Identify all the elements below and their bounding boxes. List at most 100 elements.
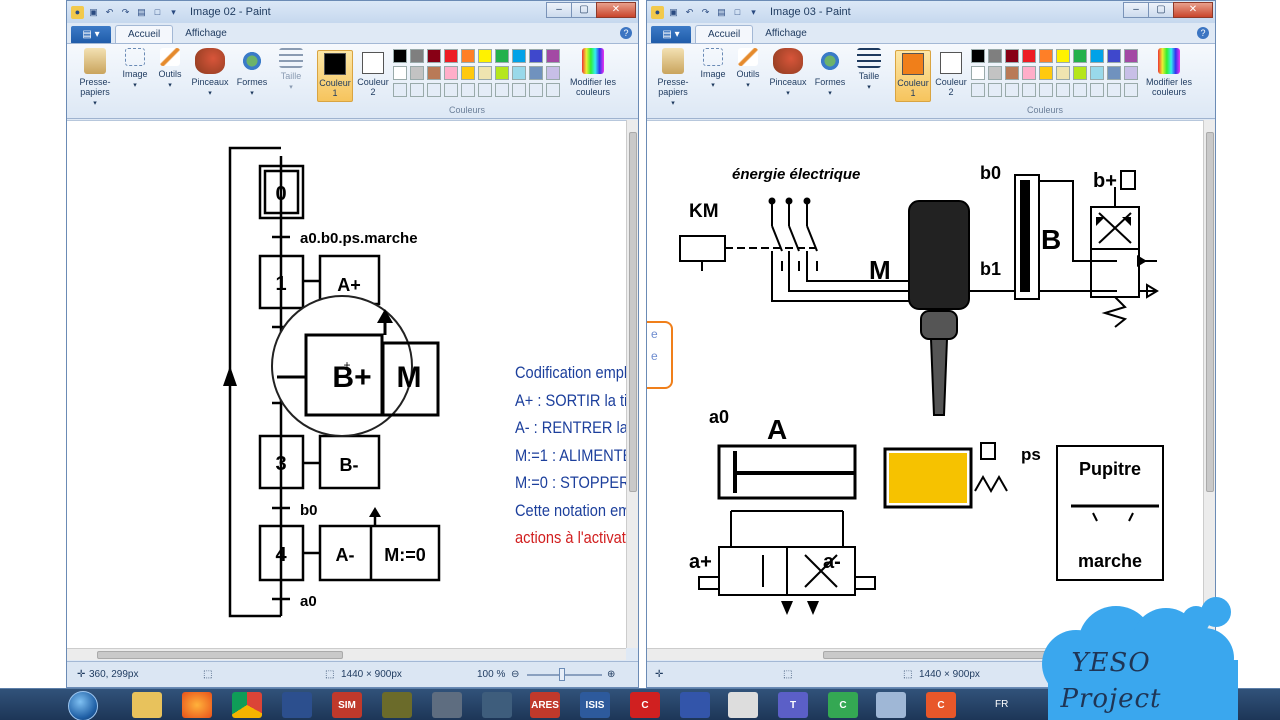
palette-swatch[interactable]: [410, 66, 424, 80]
palette-swatch[interactable]: [988, 83, 1002, 97]
tab-affichage[interactable]: Affichage: [185, 28, 227, 39]
teams-icon[interactable]: T: [778, 692, 808, 718]
zoom-slider-thumb[interactable]: [559, 668, 565, 681]
palette-swatch[interactable]: [427, 49, 441, 63]
folder-icon[interactable]: ▤: [717, 6, 726, 17]
palette-swatch[interactable]: [1056, 66, 1070, 80]
palette-swatch[interactable]: [1056, 49, 1070, 63]
color2-button[interactable]: Couleur 2: [933, 50, 969, 102]
save-icon[interactable]: ▣: [669, 6, 678, 17]
paint-app-icon[interactable]: ●: [71, 5, 84, 19]
minimize-button[interactable]: –: [1123, 2, 1149, 18]
file-menu-button[interactable]: ▤ ▾: [71, 26, 111, 44]
palette-swatch[interactable]: [1022, 83, 1036, 97]
drawing-canvas[interactable]: 0 1 3 4 a0.b0.ps.marche A+ B- A- M:=0 b0…: [67, 120, 638, 648]
palette-swatch[interactable]: [1039, 49, 1053, 63]
app-icon[interactable]: [728, 692, 758, 718]
maximize-button[interactable]: ▢: [571, 2, 597, 18]
palette-swatch[interactable]: [1124, 83, 1138, 97]
palette-swatch[interactable]: [971, 66, 985, 80]
paint-app-icon[interactable]: ●: [651, 5, 664, 19]
clipboard-button[interactable]: Presse-papiers▾: [77, 48, 113, 109]
image-button[interactable]: Image▾: [119, 48, 151, 91]
palette-swatch[interactable]: [478, 66, 492, 80]
palette-swatch[interactable]: [461, 49, 475, 63]
palette-swatch[interactable]: [971, 49, 985, 63]
palette-swatch[interactable]: [1039, 66, 1053, 80]
fluidsim-icon[interactable]: [680, 692, 710, 718]
palette-swatch[interactable]: [1005, 66, 1019, 80]
file-menu-button[interactable]: ▤ ▾: [651, 26, 691, 44]
palette-swatch[interactable]: [444, 49, 458, 63]
shapes-button[interactable]: Formes▾: [235, 48, 269, 99]
palette-swatch[interactable]: [1090, 49, 1104, 63]
close-button[interactable]: ✕: [596, 2, 636, 18]
palette-swatch[interactable]: [393, 66, 407, 80]
palette-swatch[interactable]: [1022, 66, 1036, 80]
maximize-button[interactable]: ▢: [1148, 2, 1174, 18]
redo-icon[interactable]: ↷: [121, 6, 130, 17]
app-icon[interactable]: [432, 692, 462, 718]
sim-app-icon[interactable]: SIM: [332, 692, 362, 718]
palette-swatch[interactable]: [1073, 49, 1087, 63]
tab-accueil[interactable]: Accueil: [695, 25, 754, 44]
horizontal-scrollbar[interactable]: [67, 648, 626, 660]
palette-swatch[interactable]: [1005, 49, 1019, 63]
palette-swatch[interactable]: [546, 66, 560, 80]
vertical-scrollbar[interactable]: [1203, 120, 1215, 648]
palette-swatch[interactable]: [1005, 83, 1019, 97]
palette-swatch[interactable]: [529, 66, 543, 80]
brushes-button[interactable]: Pinceaux▾: [769, 48, 807, 99]
minimize-button[interactable]: –: [546, 2, 572, 18]
start-button[interactable]: [68, 691, 98, 720]
palette-swatch[interactable]: [1056, 83, 1070, 97]
palette-swatch[interactable]: [495, 49, 509, 63]
palette-swatch[interactable]: [393, 83, 407, 97]
palette-swatch[interactable]: [461, 83, 475, 97]
palette-swatch[interactable]: [546, 83, 560, 97]
palette-swatch[interactable]: [410, 49, 424, 63]
app-icon[interactable]: C: [630, 692, 660, 718]
customize-qat-icon[interactable]: ▾: [751, 6, 756, 17]
palette-swatch[interactable]: [444, 66, 458, 80]
folder-icon[interactable]: ▤: [137, 6, 146, 17]
zoom-in-button[interactable]: ⊕: [607, 669, 616, 680]
palette-swatch[interactable]: [1124, 49, 1138, 63]
camtasia-recorder-icon[interactable]: C: [926, 692, 956, 718]
tab-accueil[interactable]: Accueil: [115, 25, 174, 44]
palette-swatch[interactable]: [1107, 83, 1121, 97]
palette-swatch[interactable]: [1073, 83, 1087, 97]
palette-swatch[interactable]: [971, 83, 985, 97]
color1-button[interactable]: Couleur 1: [317, 50, 353, 102]
vertical-scrollbar[interactable]: [626, 120, 638, 648]
palette-swatch[interactable]: [1090, 83, 1104, 97]
ares-app-icon[interactable]: ARES: [530, 692, 560, 718]
palette-swatch[interactable]: [461, 66, 475, 80]
new-icon[interactable]: □: [154, 6, 161, 17]
color-palette[interactable]: [971, 49, 1138, 97]
palette-swatch[interactable]: [512, 83, 526, 97]
tab-affichage[interactable]: Affichage: [765, 28, 807, 39]
palette-swatch[interactable]: [444, 83, 458, 97]
camtasia-icon[interactable]: C: [828, 692, 858, 718]
color-palette[interactable]: [393, 49, 560, 97]
palette-swatch[interactable]: [427, 66, 441, 80]
help-icon[interactable]: ?: [620, 27, 632, 39]
palette-swatch[interactable]: [495, 66, 509, 80]
palette-swatch[interactable]: [393, 49, 407, 63]
image-button[interactable]: Image▾: [697, 48, 729, 91]
brushes-button[interactable]: Pinceaux▾: [191, 48, 229, 99]
palette-swatch[interactable]: [478, 83, 492, 97]
close-button[interactable]: ✕: [1173, 2, 1213, 18]
palette-swatch[interactable]: [1107, 49, 1121, 63]
undo-icon[interactable]: ↶: [105, 6, 114, 17]
customize-qat-icon[interactable]: ▾: [171, 6, 176, 17]
redo-icon[interactable]: ↷: [701, 6, 710, 17]
palette-swatch[interactable]: [1039, 83, 1053, 97]
palette-swatch[interactable]: [988, 49, 1002, 63]
isis-app-icon[interactable]: ISIS: [580, 692, 610, 718]
shapes-button[interactable]: Formes▾: [813, 48, 847, 99]
palette-swatch[interactable]: [495, 83, 509, 97]
horizontal-scroll-thumb[interactable]: [97, 651, 343, 659]
palette-swatch[interactable]: [512, 66, 526, 80]
